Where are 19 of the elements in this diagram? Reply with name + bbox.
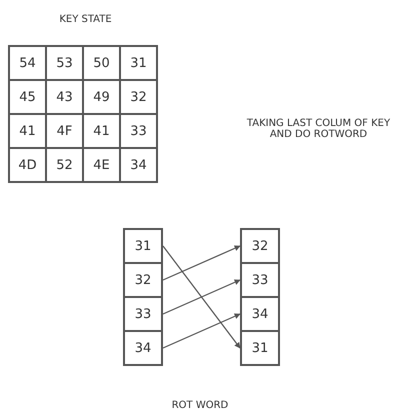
arrow xyxy=(162,245,241,281)
table-cell: 34 xyxy=(119,147,158,183)
byte-cell: 33 xyxy=(240,262,280,298)
byte-cell: 31 xyxy=(240,330,280,366)
heading: KEY STATE xyxy=(58,14,113,25)
note-text: TAKING LAST COLUM OF KEY AND DO ROTWORD xyxy=(246,118,392,140)
byte-cell: 31 xyxy=(123,228,163,264)
table-cell: 31 xyxy=(119,45,158,81)
table-cell: 4D xyxy=(8,147,47,183)
byte-cell: 32 xyxy=(240,228,280,264)
byte-cell: 32 xyxy=(123,262,163,298)
byte-cell: 33 xyxy=(123,296,163,332)
byte-cell: 34 xyxy=(123,330,163,366)
caption: ROT WORD xyxy=(170,400,230,411)
byte-cell: 34 xyxy=(240,296,280,332)
table-cell: 54 xyxy=(8,45,47,81)
arrow xyxy=(162,313,241,349)
arrow xyxy=(162,246,240,348)
arrow xyxy=(162,279,241,315)
